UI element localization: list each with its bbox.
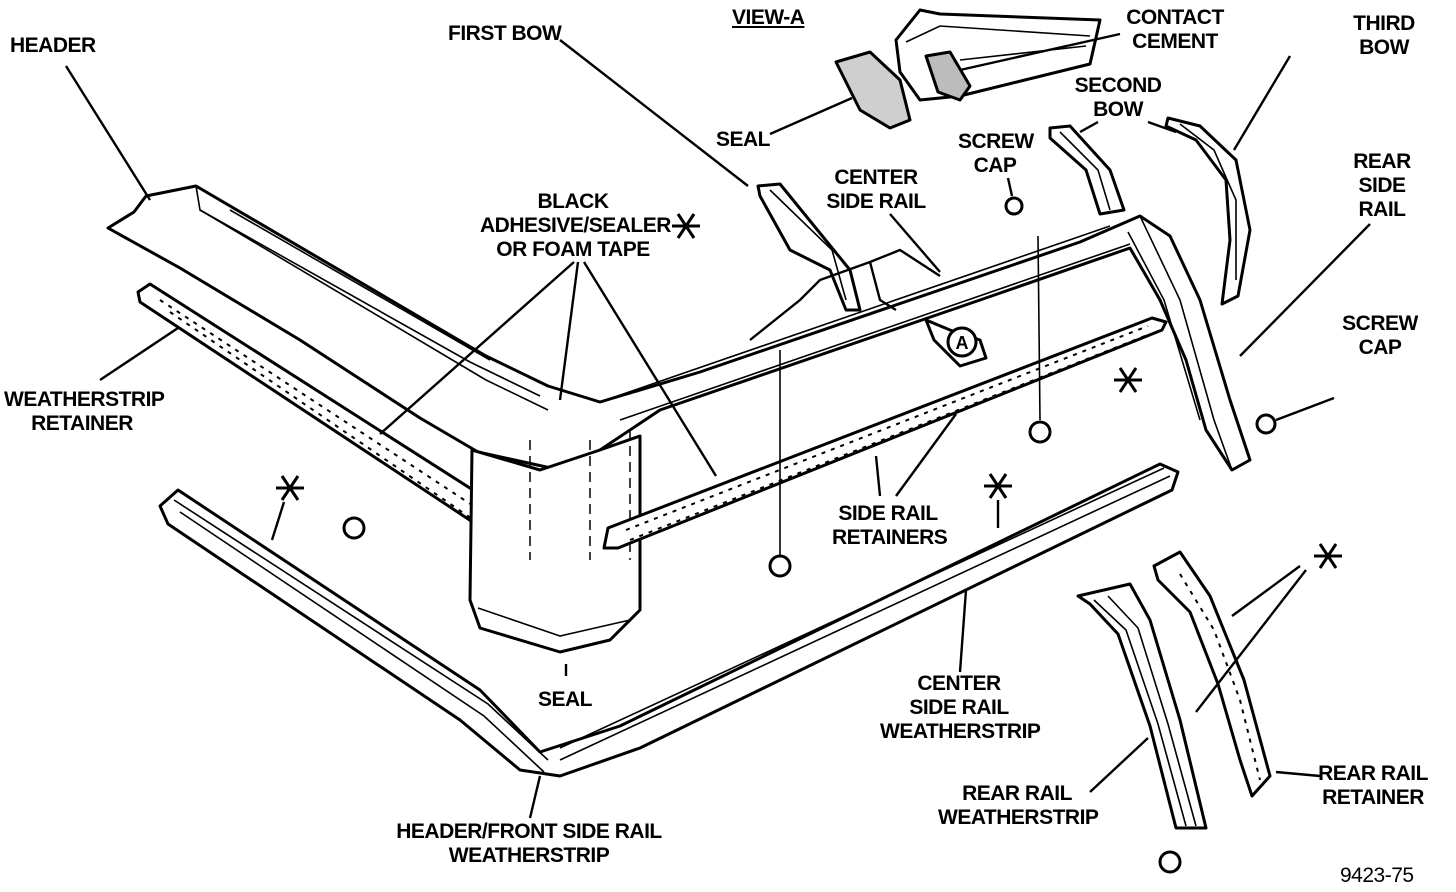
label-third-bow: THIRD BOW: [1353, 12, 1415, 59]
bows-part: [749, 116, 1252, 341]
view-a-detail: [834, 8, 1102, 130]
label-contact-cement: CONTACT CEMENT: [1126, 6, 1224, 53]
asterisk-callouts: [276, 213, 1342, 569]
center-body-part: [468, 430, 642, 654]
label-rear-rail-weatherstrip: REAR RAIL WEATHERSTRIP: [938, 782, 1099, 829]
label-black-adhesive: BLACK ADHESIVE/SEALER OR FOAM TAPE: [480, 190, 671, 261]
header-front-weatherstrip-part: [158, 462, 1180, 778]
label-weatherstrip-retainer: WEATHERSTRIP RETAINER: [4, 388, 165, 435]
leader-lines: [64, 32, 1371, 819]
label-second-bow: SECOND BOW: [1074, 74, 1162, 121]
label-view-a: VIEW-A: [732, 6, 805, 29]
label-header-front-side-rail-weatherstrip: HEADER/FRONT SIDE RAIL WEATHERSTRIP: [396, 820, 662, 867]
label-header: HEADER: [10, 34, 96, 57]
label-screw-cap-top: SCREW CAP: [958, 130, 1034, 177]
rear-rail-weatherstrip-part: [1076, 582, 1208, 830]
label-seal-bottom: SEAL: [538, 688, 593, 711]
label-screw-cap-right: SCREW CAP: [1342, 312, 1418, 359]
label-seal-top: SEAL: [716, 128, 771, 151]
header-part: [106, 184, 1252, 472]
view-callout-letter: A: [956, 333, 969, 353]
view-a-callout: A: [924, 318, 988, 368]
label-first-bow: FIRST BOW: [448, 22, 562, 45]
side-rail-retainer-part: [602, 316, 1168, 550]
label-rear-side-rail: REAR SIDE RAIL: [1353, 150, 1411, 221]
figure-number: 9423-75: [1340, 864, 1414, 887]
label-side-rail-retainers: SIDE RAIL RETAINERS: [832, 502, 948, 549]
screw-hardware: [342, 196, 1277, 874]
rear-rail-retainer-part: [1152, 550, 1272, 798]
label-center-side-rail-weatherstrip: CENTER SIDE RAIL WEATHERSTRIP: [880, 672, 1041, 743]
label-center-side-rail: CENTER SIDE RAIL: [826, 166, 926, 213]
label-rear-rail-retainer: REAR RAIL RETAINER: [1318, 762, 1428, 809]
